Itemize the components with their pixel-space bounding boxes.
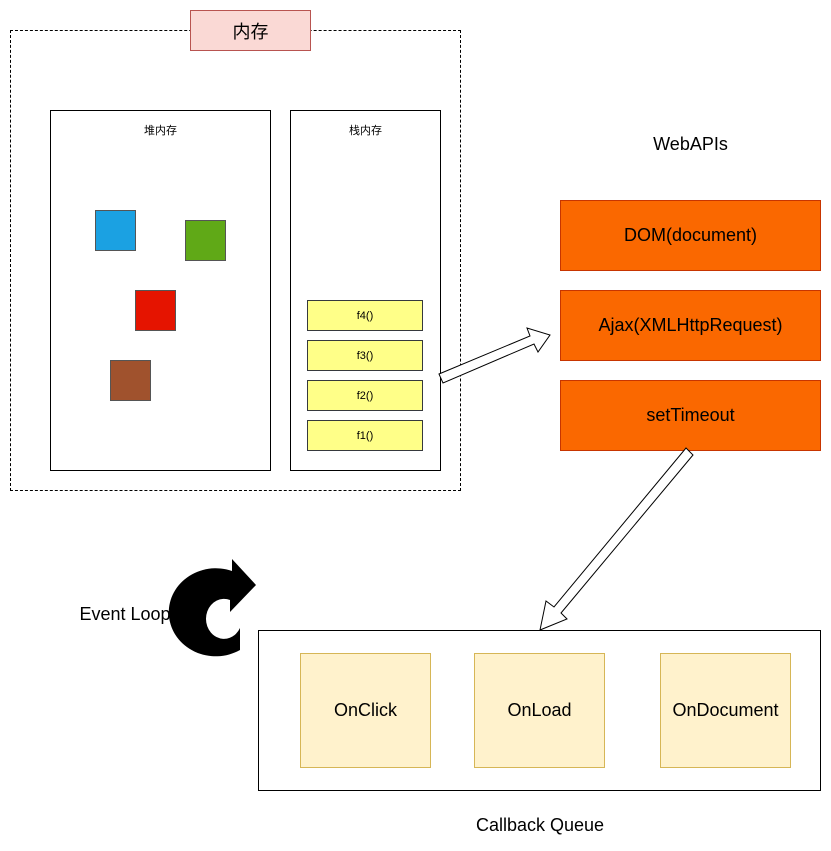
heap-object-red [135, 290, 176, 331]
webapi-settimeout: setTimeout [560, 380, 821, 451]
heap-object-green [185, 220, 226, 261]
heap-object-brown [110, 360, 151, 401]
heap-label: 堆内存 [144, 125, 177, 137]
stack-frame: f4() [307, 300, 423, 331]
callback-onload: OnLoad [474, 653, 605, 768]
callback-onclick: OnClick [300, 653, 431, 768]
callback-queue-title: Callback Queue [475, 815, 605, 835]
webapi-ajax: Ajax(XMLHttpRequest) [560, 290, 821, 361]
stack-label: 栈内存 [349, 125, 382, 137]
webapis-title: WebAPIs [653, 134, 728, 154]
event-loop-label: Event Loop [79, 604, 171, 624]
callback-ondocument: OnDocument [660, 653, 791, 768]
webapi-dom: DOM(document) [560, 200, 821, 271]
webapis-to-queue-arrow [539, 447, 694, 631]
stack-to-webapis-arrow [438, 327, 551, 384]
stack-frame: f3() [307, 340, 423, 371]
event-loop-icon [168, 559, 256, 657]
stack-frame: f2() [307, 380, 423, 411]
memory-title: 内存 [190, 10, 311, 51]
heap-object-blue [95, 210, 136, 251]
stack-frame: f1() [307, 420, 423, 451]
